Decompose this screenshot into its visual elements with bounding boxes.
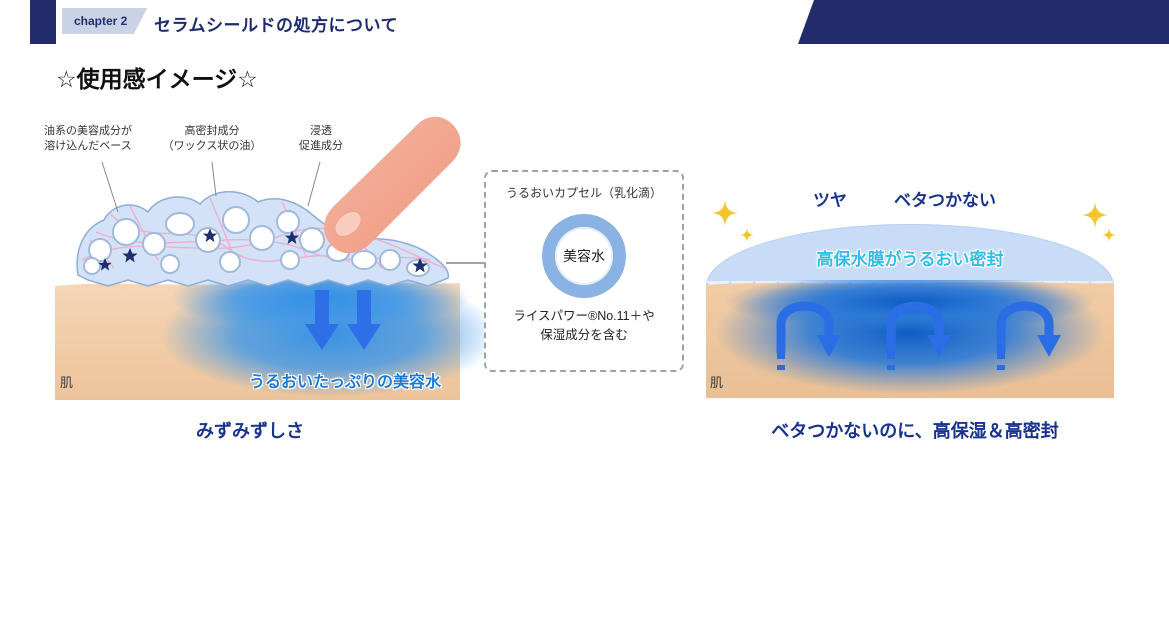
capsule-callout-box: うるおいカプセル（乳化滴） 美容水 ライスパワー®No.11＋や 保湿成分を含む (484, 170, 684, 372)
star-icons (98, 228, 428, 273)
down-arrows (305, 290, 381, 350)
page-title: ☆使用感イメージ☆ (56, 66, 258, 92)
capsule-box-title: うるおいカプセル（乳化滴） (505, 186, 662, 200)
finger-icon (324, 116, 461, 254)
header-accent-block (30, 0, 56, 44)
connector-line (446, 262, 484, 264)
label-penetration-ingredient: 浸透 促進成分 (299, 125, 343, 152)
sparkle-icon (1082, 202, 1108, 228)
left-caption: みずみずしさ (196, 421, 304, 441)
skin-label-left: 肌 (60, 375, 74, 390)
leader-lines (101, 161, 321, 213)
label-oil-base: 油系の美容成分が 溶け込んだベース (44, 125, 132, 152)
water-text: うるおいたっぷりの美容水 (248, 374, 441, 391)
cream-on-skin-illustration (55, 116, 490, 400)
header-right-block (798, 0, 1169, 44)
sparkle-icon (1102, 228, 1116, 242)
capsule-center-label: 美容水 (563, 248, 605, 264)
sparkle-icon (712, 200, 738, 226)
capsule-droplets (83, 206, 430, 277)
capsule-ring-icon: 美容水 (542, 214, 626, 298)
moisture-return-arrows (776, 301, 1061, 376)
capsule-description: ライスパワー®No.11＋や 保湿成分を含む (513, 309, 655, 343)
label-gloss: ツヤ (813, 191, 847, 210)
header-title: セラムシールドの処方について (154, 16, 398, 35)
right-caption: ベタつかないのに、高保湿＆高密封 (771, 421, 1059, 441)
label-non-sticky: ベタつかない (894, 191, 996, 210)
sealed-skin-illustration (706, 280, 1114, 398)
skin-label-right: 肌 (710, 375, 724, 390)
label-sealing-ingredient: 高密封成分 （ワックス状の油） (162, 125, 262, 152)
film-text: 高保水膜がうるおい密封 (816, 250, 1004, 269)
sparkle-icon (740, 228, 754, 242)
chapter-badge: chapter 2 (62, 8, 148, 34)
